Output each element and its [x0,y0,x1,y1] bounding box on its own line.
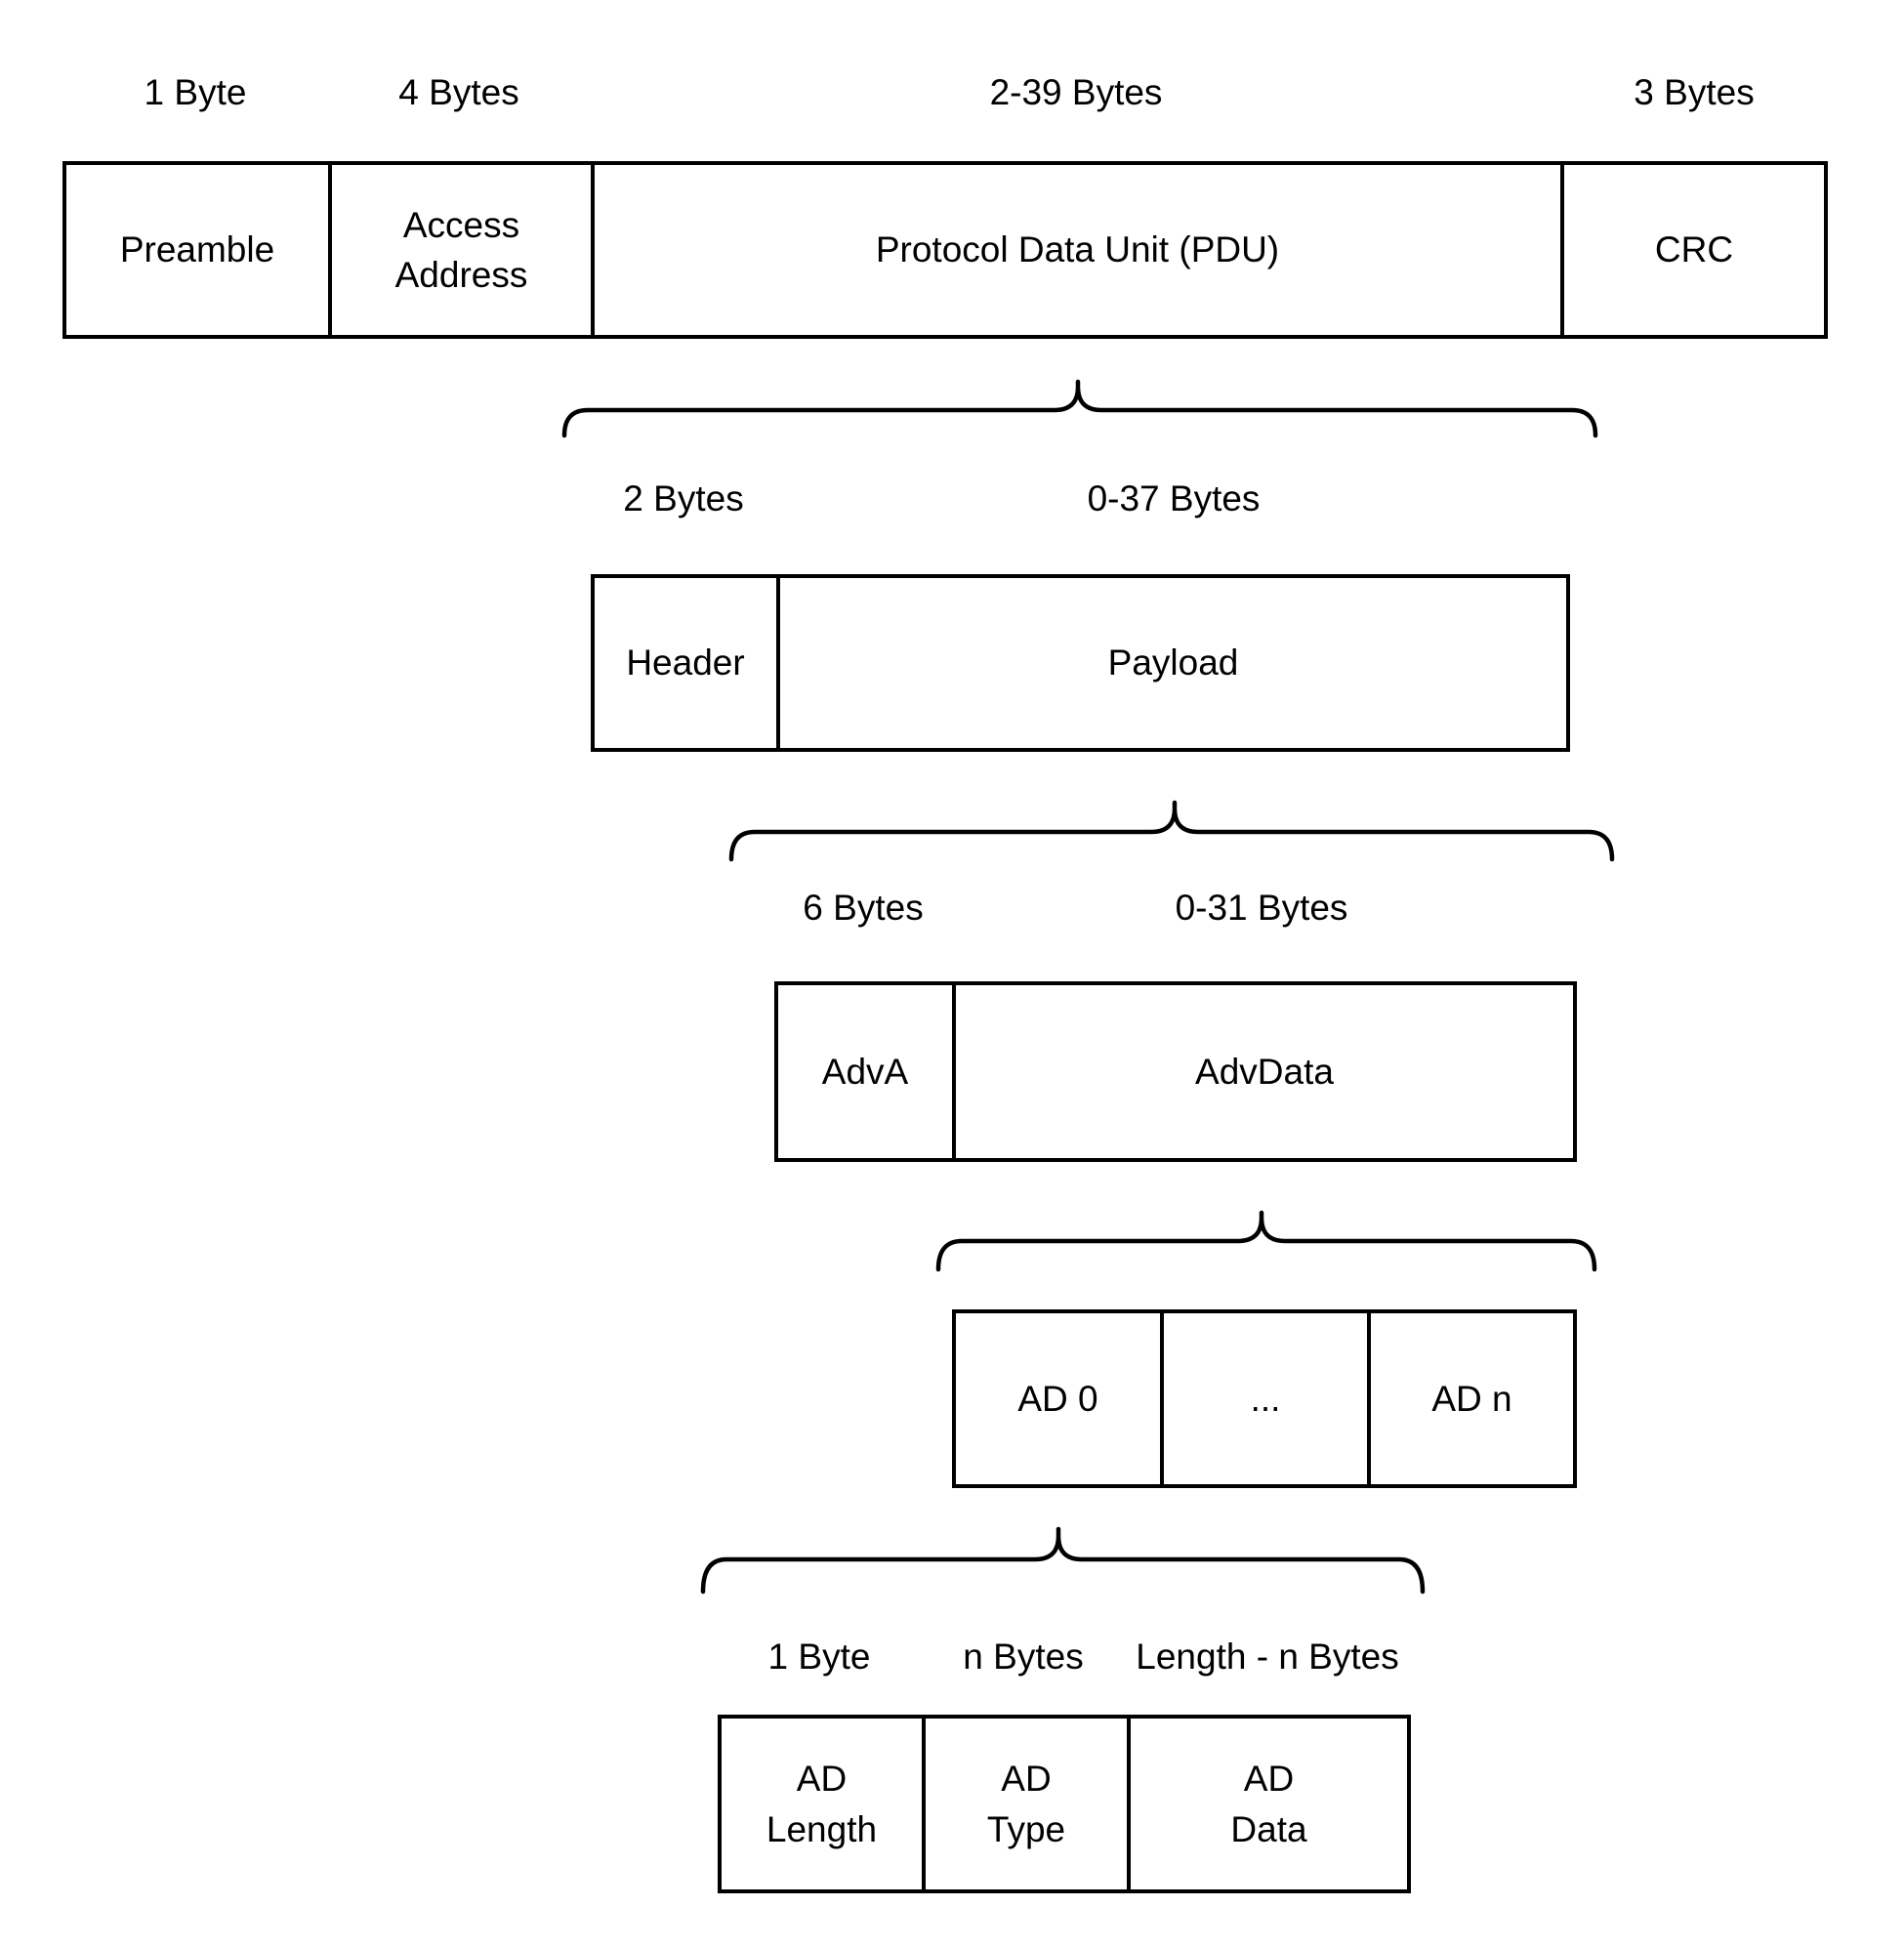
cell-adn: AD n [1367,1313,1573,1484]
size-label-ad-data: Length - n Bytes [1136,1636,1399,1677]
size-label-payload: 0-37 Bytes [1087,477,1261,518]
size-label-advdata: 0-31 Bytes [1175,887,1348,928]
cell-advdata: AdvData [952,985,1573,1158]
brace-payload-expansion [728,800,1615,862]
brace-advdata-expansion [935,1210,1597,1272]
cell-adva: AdvA [821,1051,909,1092]
size-label-pdu: 2-39 Bytes [989,71,1163,112]
size-label-access-address: 4 Bytes [398,71,519,112]
cell-access-address: Access Address [328,165,591,335]
cell-ad-ellipsis: ... [1160,1313,1367,1484]
cell-header: Header [626,642,745,684]
cell-ad-data: AD Data [1127,1719,1407,1889]
cell-ad0: AD 0 [1017,1378,1098,1419]
cell-pdu: Protocol Data Unit (PDU) [591,165,1560,335]
advdata-row: AD 0 ... AD n [952,1309,1577,1488]
size-label-ad-type: n Bytes [963,1636,1084,1677]
cell-ad-length: AD Length [766,1759,878,1849]
brace-ad0-expansion [700,1526,1426,1595]
cell-crc: CRC [1560,165,1824,335]
cell-preamble: Preamble [119,229,275,270]
size-label-crc: 3 Bytes [1634,71,1755,112]
pdu-row: Header Payload [591,574,1570,752]
cell-payload: Payload [776,578,1566,748]
payload-row: AdvA AdvData [774,981,1577,1162]
size-label-ad-length: 1 Byte [767,1636,871,1677]
size-label-adva: 6 Bytes [803,887,924,928]
packet-row: Preamble Access Address Protocol Data Un… [62,161,1828,339]
size-label-header: 2 Bytes [623,477,744,518]
cell-ad-type: AD Type [922,1719,1127,1889]
brace-pdu-expansion [561,379,1598,438]
ad-structure-row: AD Length AD Type AD Data [718,1715,1411,1893]
size-label-preamble: 1 Byte [144,71,247,112]
